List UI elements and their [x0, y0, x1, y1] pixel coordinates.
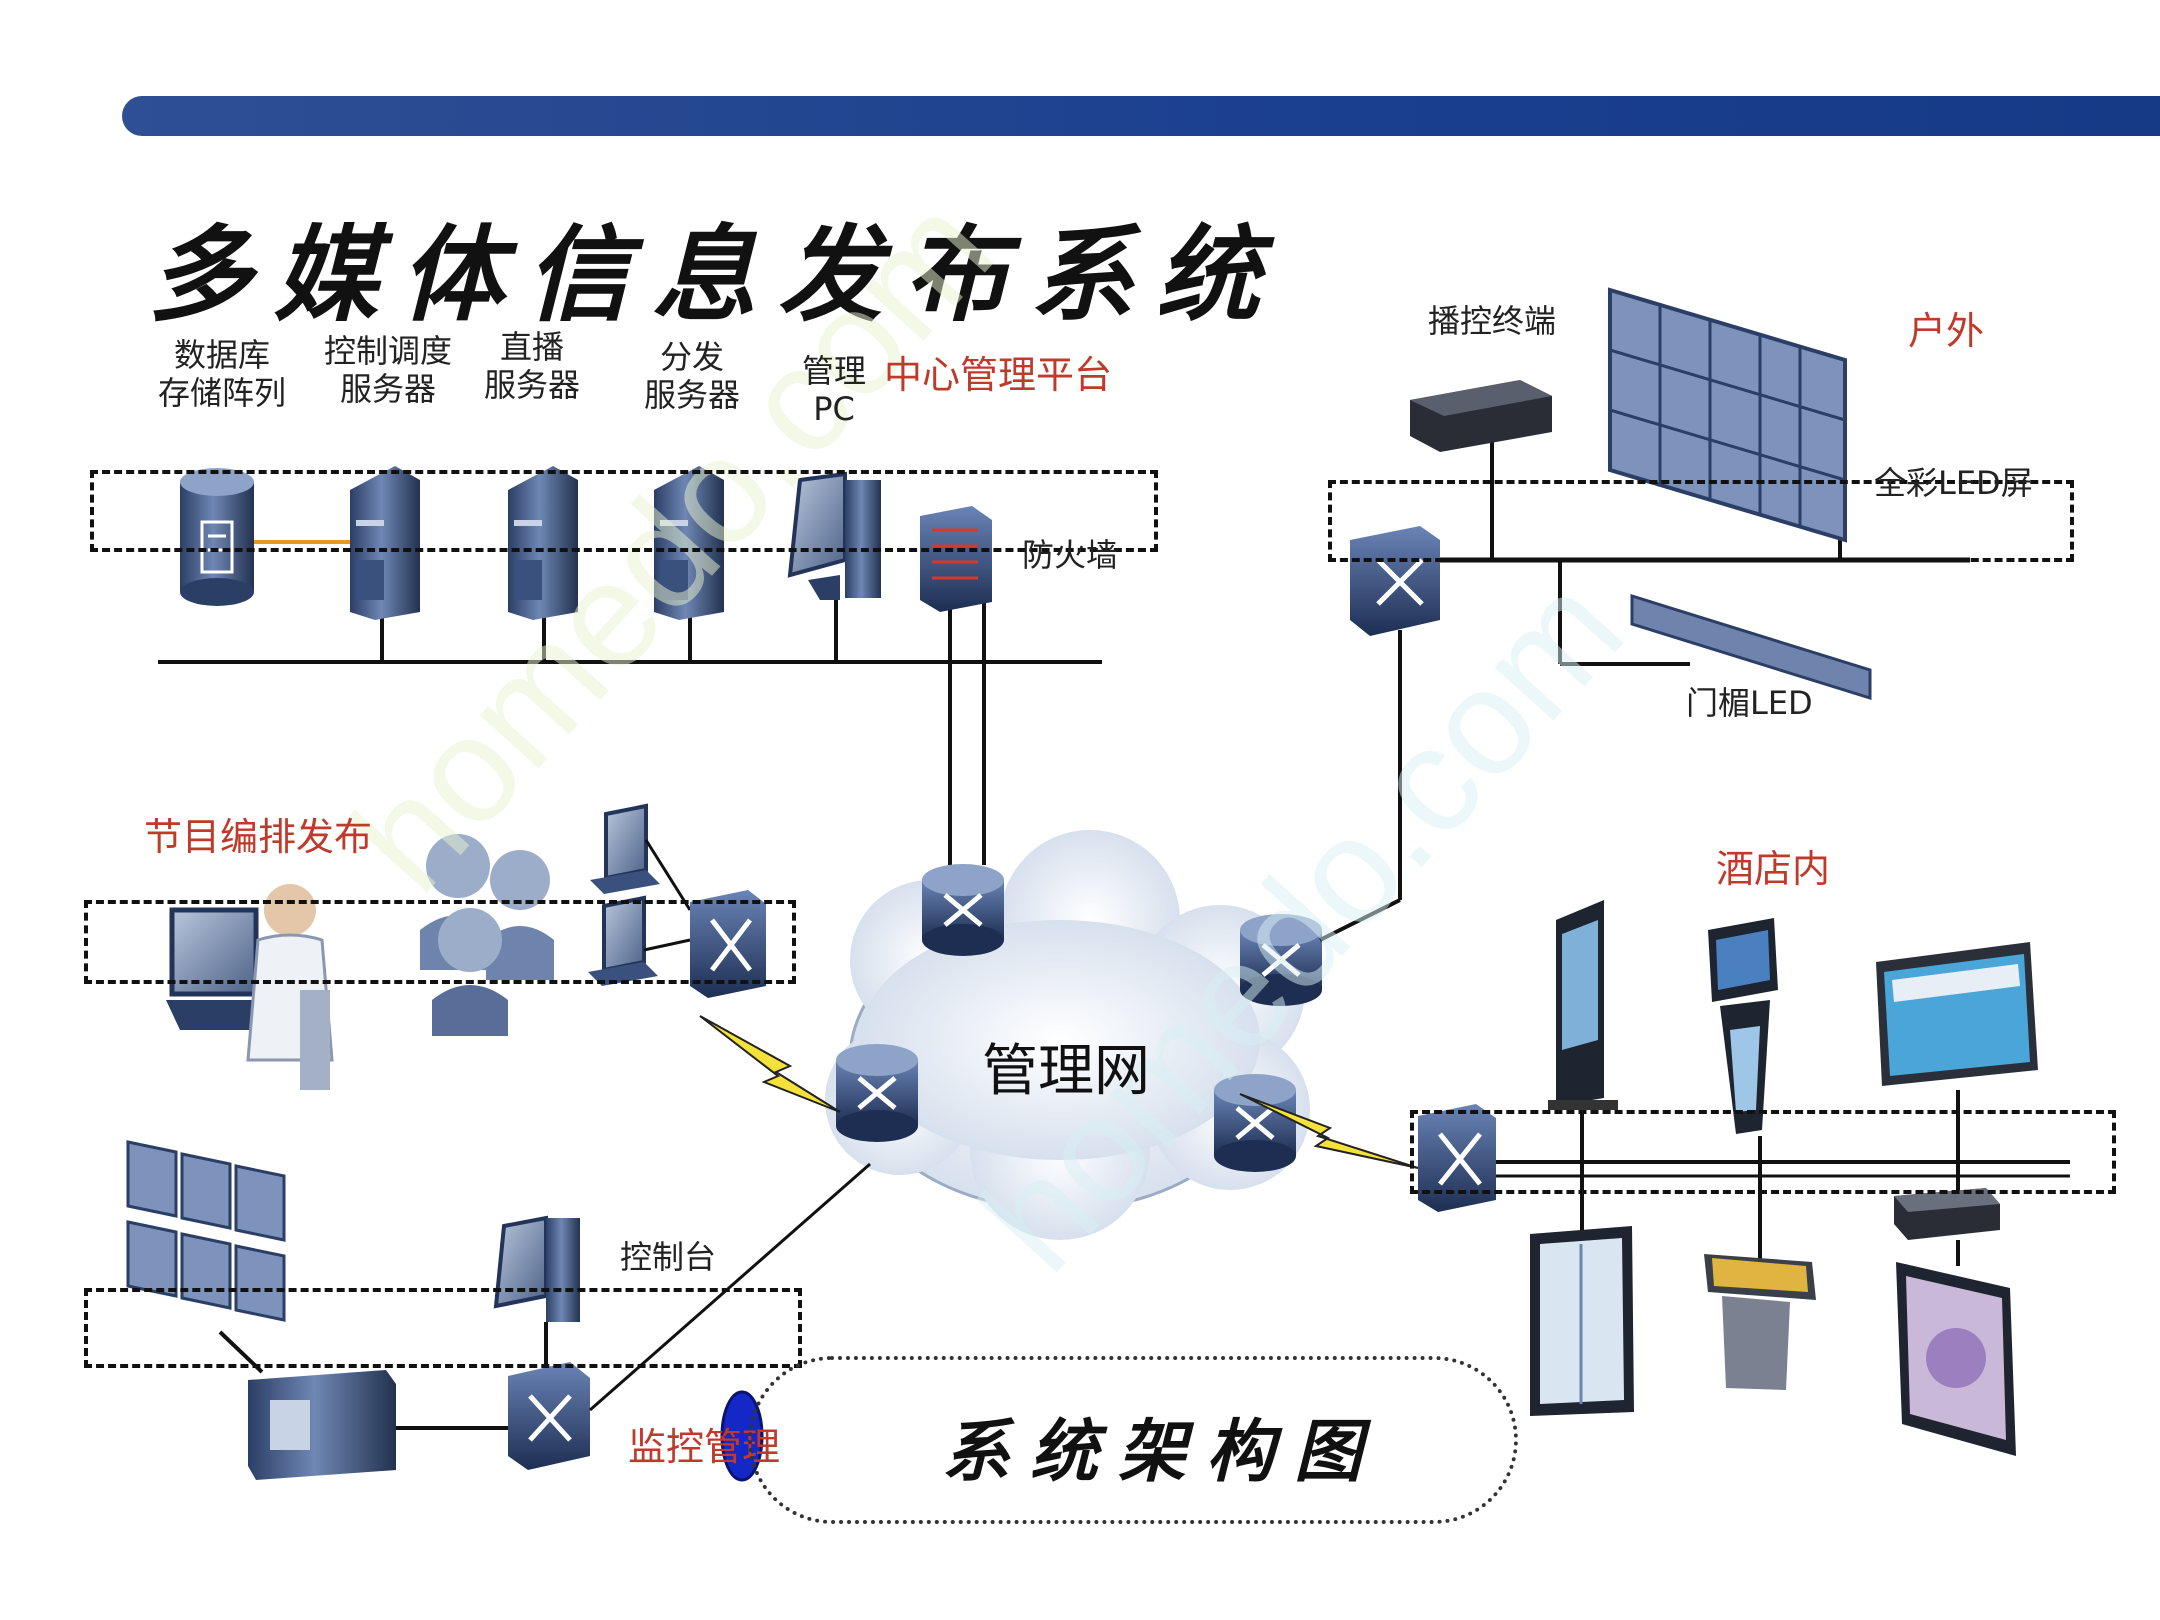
- dist-server-label: 分发服务器: [644, 338, 741, 414]
- outdoor-label: 户外: [1908, 309, 1985, 353]
- hotel-kiosk-2-icon: [1708, 918, 1778, 1134]
- play-terminal-label: 播控终端: [1428, 302, 1557, 340]
- led-screen-label: 全彩LED屏: [1874, 464, 2033, 502]
- monitor-switch-icon: [508, 1362, 590, 1470]
- outdoor-box: [1328, 480, 2074, 562]
- play-terminal-icon: [1410, 380, 1552, 452]
- router-right-top-icon: [1240, 914, 1322, 1006]
- hotel-kiosk-1-icon: [1548, 900, 1618, 1110]
- door-led-label: 门楣LED: [1686, 684, 1813, 722]
- monitor-box: [84, 1288, 802, 1368]
- hotel-tv-icon: [1876, 942, 2038, 1086]
- lightning-left-icon: [699, 1015, 841, 1113]
- program-switch-icon: [690, 890, 766, 998]
- video-wall-icon: [126, 1140, 286, 1322]
- live-server-label: 直播服务器: [484, 328, 581, 404]
- live-server-icon: [508, 466, 578, 620]
- dist-server-icon: [654, 466, 724, 620]
- recorder-icon: [248, 1370, 396, 1480]
- hotel-table-kiosk-icon: [1704, 1254, 1816, 1390]
- control-server-icon: [350, 466, 420, 620]
- architecture-caption: 系统架构图: [942, 1412, 1383, 1492]
- outdoor-switch-icon: [1350, 526, 1440, 636]
- laptop-top-icon: [590, 803, 660, 894]
- hotel-switch-icon: [1418, 1104, 1496, 1212]
- firewall-label: 防火墙: [1022, 536, 1119, 574]
- router-left-icon: [836, 1044, 918, 1142]
- program-label: 节目编排发布: [144, 815, 373, 859]
- led-wall-icon: [1608, 287, 1847, 543]
- program-box: [84, 900, 796, 984]
- hotel-player-icon: [1894, 1188, 2000, 1240]
- control-server-label: 控制调度服务器: [324, 332, 453, 408]
- title-bar: [122, 96, 2160, 136]
- center-platform-box: [90, 470, 1158, 552]
- network-label: 管理网: [982, 1039, 1150, 1104]
- console-label: 控制台: [620, 1238, 717, 1276]
- hotel-label: 酒店内: [1716, 847, 1831, 891]
- hotel-poster-1-icon: [1530, 1226, 1634, 1416]
- console-pc-icon: [493, 1215, 580, 1322]
- hotel-box: [1410, 1110, 2116, 1194]
- center-platform-label: 中心管理平台: [884, 353, 1113, 397]
- architecture-caption-box: [748, 1356, 1518, 1524]
- router-top-icon: [922, 864, 1004, 956]
- firewall-icon: [920, 506, 992, 612]
- hotel-monitor-icon: [1896, 1262, 2016, 1456]
- users-group-icon: [420, 834, 554, 1036]
- page-title: 多媒体信息发布系统: [148, 213, 1283, 336]
- db-label: 数据库存储阵列: [158, 336, 287, 412]
- door-led-icon: [1630, 593, 1872, 701]
